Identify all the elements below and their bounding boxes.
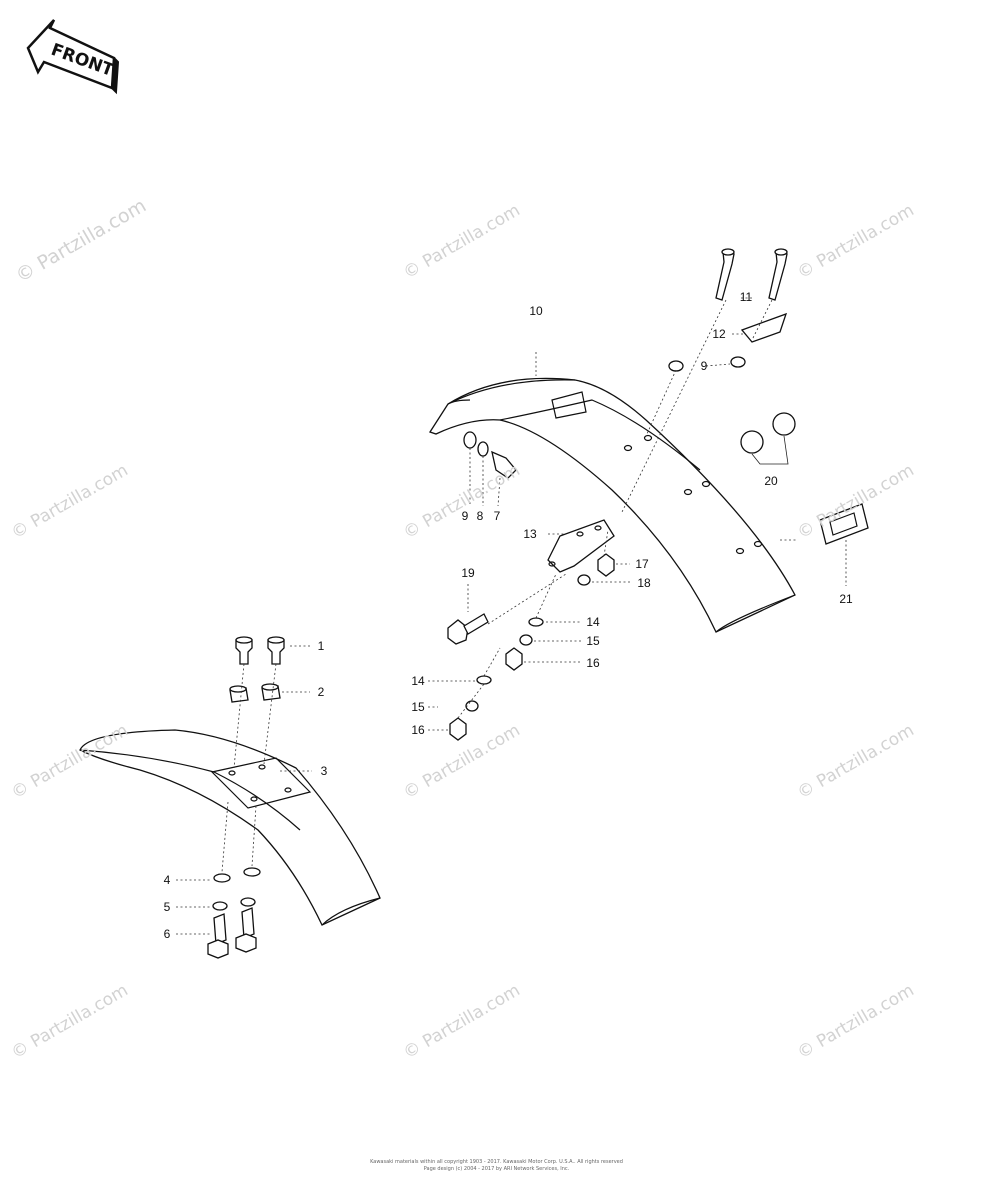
callout-13[interactable]: 13 — [523, 527, 537, 541]
reflector-21-drawing — [819, 503, 869, 545]
bolt-6-drawing — [207, 907, 257, 959]
callout-7[interactable]: 7 — [493, 509, 501, 523]
plate-12-drawing — [740, 312, 788, 343]
callout-14-right[interactable]: 14 — [586, 615, 600, 629]
callout-10[interactable]: 10 — [529, 304, 543, 318]
washer-14-right-drawing — [528, 617, 544, 627]
callout-6[interactable]: 6 — [163, 927, 171, 941]
front-arrow-icon: FRONT — [26, 19, 120, 95]
callout-9-left[interactable]: 9 — [461, 509, 469, 523]
washer-18-drawing — [577, 574, 591, 586]
washer-4-drawing — [213, 873, 231, 883]
callout-21[interactable]: 21 — [839, 592, 853, 606]
callout-18[interactable]: 18 — [637, 576, 651, 590]
callout-9-upper[interactable]: 9 — [700, 359, 708, 373]
front-fender-drawing — [79, 729, 381, 926]
nut-17-drawing — [597, 553, 615, 577]
callout-16-right[interactable]: 16 — [586, 656, 600, 670]
callout-2[interactable]: 2 — [317, 685, 325, 699]
callout-15-left[interactable]: 15 — [411, 700, 425, 714]
washer-5-drawing — [212, 901, 228, 911]
knob-20-drawing — [740, 412, 796, 454]
callout-17[interactable]: 17 — [635, 557, 649, 571]
footer-copyright: Kawasaki materials within all copyright … — [370, 1159, 623, 1165]
callout-15-right[interactable]: 15 — [586, 634, 600, 648]
footer-page-design: Page design (c) 2004 - 2017 by ARI Netwo… — [423, 1166, 570, 1172]
callout-20[interactable]: 20 — [764, 474, 778, 488]
callout-3[interactable]: 3 — [320, 764, 328, 778]
rear-fender-drawing — [429, 377, 796, 633]
callout-1[interactable]: 1 — [317, 639, 325, 653]
callout-16-left[interactable]: 16 — [411, 723, 425, 737]
callout-8[interactable]: 8 — [476, 509, 484, 523]
callout-5[interactable]: 5 — [163, 900, 171, 914]
callout-12[interactable]: 12 — [712, 327, 726, 341]
bolt-19-drawing — [447, 613, 489, 645]
washer-9-upper-drawing — [668, 360, 684, 372]
bracket-13-drawing — [547, 519, 615, 573]
bolt-11-drawing — [715, 248, 788, 301]
callout-11[interactable]: 11 — [739, 290, 753, 304]
grommet-2-drawing — [229, 683, 281, 703]
washer-14-left-drawing — [476, 675, 492, 685]
callout-4[interactable]: 4 — [163, 873, 171, 887]
callout-14-left[interactable]: 14 — [411, 674, 425, 688]
bolt-1-drawing — [235, 636, 285, 665]
bolt-7-drawing — [463, 431, 517, 479]
callout-19[interactable]: 19 — [461, 566, 475, 580]
